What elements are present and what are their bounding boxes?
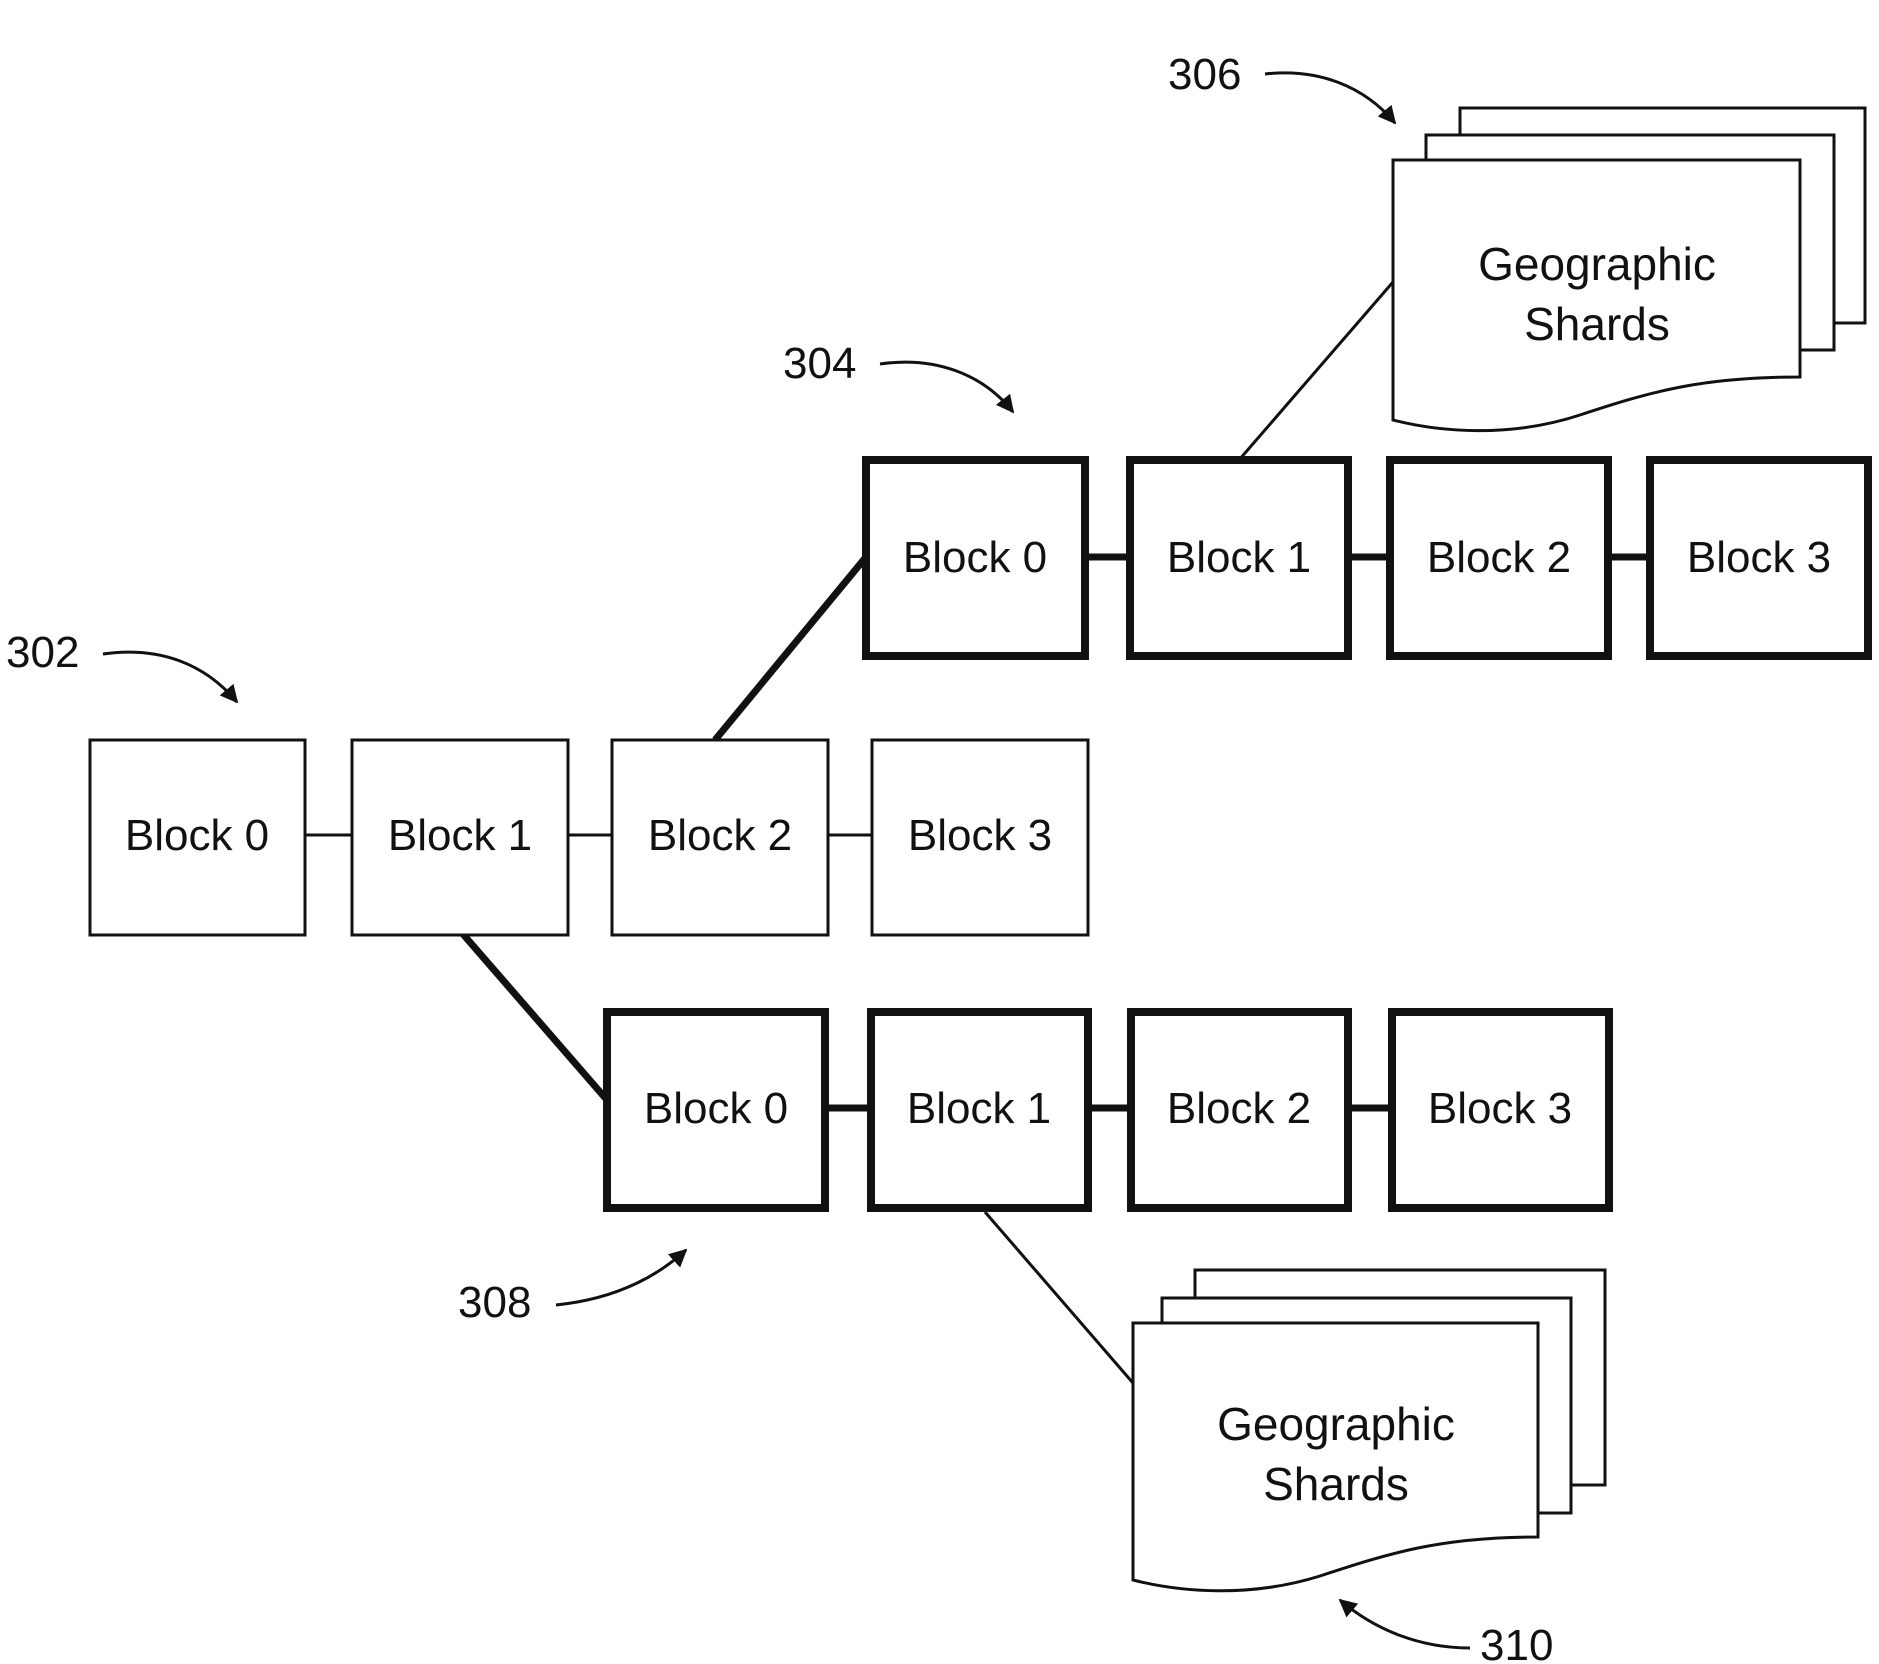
ref-304-arrow <box>880 362 1013 412</box>
ref-302-arrow <box>103 652 237 702</box>
main-block-0: Block 0 <box>90 740 305 935</box>
lower-block-2: Block 2 <box>1131 1012 1348 1208</box>
upper-shards-stack: Geographic Shards <box>1393 108 1865 431</box>
lower-shards-label-line2: Shards <box>1263 1458 1409 1510</box>
main-chain: Block 0 Block 1 Block 2 Block 3 <box>90 740 1088 935</box>
fork-upper-connector <box>715 557 866 740</box>
main-block-2: Block 2 <box>612 740 828 935</box>
fork-lower-connector <box>462 933 607 1100</box>
upper-block-0: Block 0 <box>866 460 1085 656</box>
main-block-3-label: Block 3 <box>908 811 1052 860</box>
upper-shards-label-line1: Geographic <box>1478 238 1716 290</box>
upper-block-0-label: Block 0 <box>903 533 1047 582</box>
lower-block-1: Block 1 <box>871 1012 1088 1208</box>
ref-302-label: 302 <box>6 628 79 677</box>
lower-block-1-label: Block 1 <box>907 1084 1051 1133</box>
ref-304-label: 304 <box>783 339 856 388</box>
ref-308: 308 <box>458 1250 686 1327</box>
main-block-1: Block 1 <box>352 740 568 935</box>
upper-block-3-label: Block 3 <box>1687 533 1831 582</box>
lower-block-3-label: Block 3 <box>1428 1084 1572 1133</box>
lower-shard-connector <box>985 1212 1133 1383</box>
upper-block-1: Block 1 <box>1130 460 1348 656</box>
lower-shards-label-line1: Geographic <box>1217 1398 1455 1450</box>
ref-310-arrow <box>1340 1600 1470 1648</box>
ref-308-label: 308 <box>458 1278 531 1327</box>
lower-shards-stack: Geographic Shards <box>1133 1270 1605 1591</box>
upper-block-2-label: Block 2 <box>1427 533 1571 582</box>
ref-306: 306 <box>1168 50 1395 123</box>
upper-block-3: Block 3 <box>1650 460 1868 656</box>
lower-block-0-label: Block 0 <box>644 1084 788 1133</box>
lower-block-2-label: Block 2 <box>1167 1084 1311 1133</box>
upper-shard-page-front <box>1393 160 1800 431</box>
ref-304: 304 <box>783 339 1013 412</box>
lower-block-3: Block 3 <box>1392 1012 1609 1208</box>
ref-302: 302 <box>6 628 237 702</box>
upper-block-2: Block 2 <box>1390 460 1608 656</box>
upper-shard-connector <box>1239 282 1393 460</box>
main-block-1-label: Block 1 <box>388 811 532 860</box>
ref-306-arrow <box>1265 73 1395 123</box>
main-block-0-label: Block 0 <box>125 811 269 860</box>
main-block-2-label: Block 2 <box>648 811 792 860</box>
lower-shard-page-front <box>1133 1323 1538 1591</box>
upper-block-1-label: Block 1 <box>1167 533 1311 582</box>
ref-310: 310 <box>1340 1600 1553 1664</box>
lower-block-0: Block 0 <box>607 1012 825 1208</box>
main-block-3: Block 3 <box>872 740 1088 935</box>
ref-310-label: 310 <box>1480 1621 1553 1664</box>
ref-306-label: 306 <box>1168 50 1241 99</box>
upper-shards-label-line2: Shards <box>1524 298 1670 350</box>
ref-308-arrow <box>556 1250 686 1305</box>
